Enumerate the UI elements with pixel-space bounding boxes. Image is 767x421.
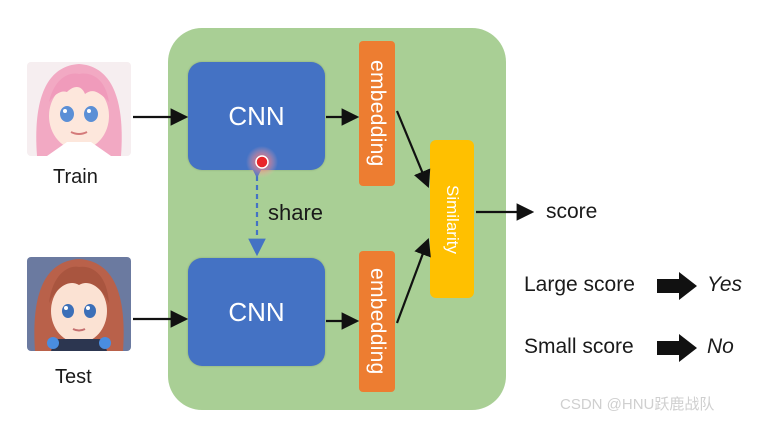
similarity-block: Similarity [430,140,474,298]
train-face-image [27,62,131,156]
embedding-block-top: embedding [359,41,395,186]
embedding-block-bottom: embedding [359,251,395,392]
score-label: score [546,200,598,223]
arrow-embedding-bottom-to-similarity [395,237,431,324]
cnn-block-bottom: CNN [188,258,325,366]
embedding-label-top: embedding [366,60,389,167]
test-label: Test [55,366,92,388]
test-face-image [27,257,131,351]
rule-condition-large: Large score [524,273,635,296]
rule-result-no: No [707,335,734,358]
rule-condition-small: Small score [524,335,634,358]
block-arrow-right-icon-no [657,334,697,362]
train-label: Train [53,166,98,188]
block-arrow-right-icon-yes [657,272,697,300]
arrow-embedding-top-to-similarity [395,110,431,189]
similarity-label: Similarity [443,184,462,254]
embedding-label-bottom: embedding [366,268,389,375]
share-label: share [268,200,324,225]
laser-pointer-dot [255,155,269,169]
watermark: CSDN @HNU跃鹿战队 [560,396,715,413]
rule-result-yes: Yes [707,273,743,296]
